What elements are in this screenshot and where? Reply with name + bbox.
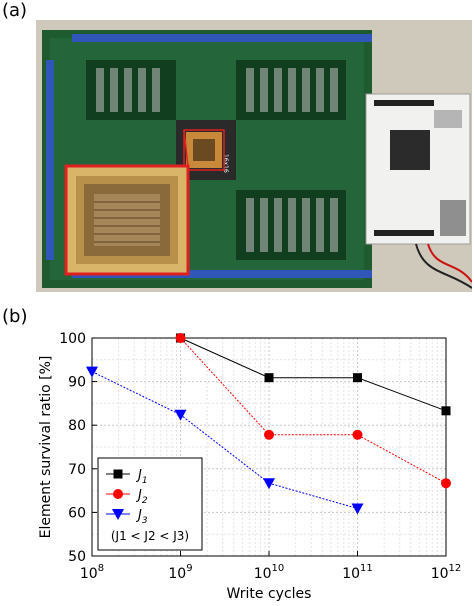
x-tick-label: 109 (168, 563, 192, 582)
data-point-J1 (441, 406, 451, 416)
chip-label: 16x16 (222, 154, 229, 173)
legend-note: (J1 < J2 < J3) (111, 529, 189, 543)
circuit-board-illustration: 16x16 (36, 20, 472, 292)
circuit-board-photo: 16x16 (36, 20, 472, 292)
data-point-J2 (441, 478, 451, 489)
data-point-J2 (352, 429, 363, 440)
y-axis-label: Element survival ratio [%] (38, 356, 54, 539)
y-tick-label: 90 (68, 375, 86, 391)
survival-ratio-chart: 108 109 1010 1011 1012 50 60 70 80 90 100 Write cy… (38, 331, 461, 602)
x-tick-label: 1012 (431, 563, 462, 582)
y-tick-label: 100 (59, 331, 86, 347)
connector-rows (46, 34, 372, 278)
x-tick-label: 1010 (254, 563, 285, 582)
x-tick-label: 108 (80, 563, 104, 582)
series-J2 (175, 333, 451, 489)
chip-zoom-inset (64, 164, 190, 276)
data-point-J3 (174, 409, 187, 421)
legend-label-J3: J3 (135, 508, 148, 526)
data-point-J2 (264, 429, 274, 440)
x-axis-label: Write cycles (227, 586, 312, 602)
x-tick-label: 1011 (342, 563, 373, 582)
series-line-J3 (91, 371, 358, 509)
axis-ticks: 108 109 1010 1011 1012 50 60 70 80 90 100 (59, 331, 461, 582)
zoom-source-box (183, 129, 225, 171)
panel-label-b: (b) (2, 306, 28, 327)
fpga-board (365, 93, 471, 245)
data-point-J3 (263, 478, 275, 490)
legend-marker-J1 (113, 469, 123, 479)
series (86, 333, 451, 515)
data-point-J3 (86, 366, 98, 378)
y-tick-label: 50 (68, 549, 86, 565)
series-J3 (86, 366, 364, 515)
series-line-J2 (180, 337, 447, 484)
legend-label-J2: J2 (135, 488, 148, 506)
y-tick-label: 70 (68, 462, 86, 478)
data-point-J1 (353, 373, 362, 383)
panel-label-a: (a) (2, 0, 28, 21)
legend-marker-J3 (112, 509, 124, 520)
data-point-J3 (351, 503, 364, 515)
data-point-J1 (264, 373, 274, 383)
series-line-J1 (180, 337, 447, 412)
y-tick-label: 60 (68, 505, 86, 521)
data-point-J2 (175, 333, 186, 343)
legend-label-J1: J1 (135, 468, 148, 486)
grid (92, 338, 446, 556)
y-tick-label: 80 (68, 418, 86, 434)
legend-marker-J2 (113, 489, 123, 499)
